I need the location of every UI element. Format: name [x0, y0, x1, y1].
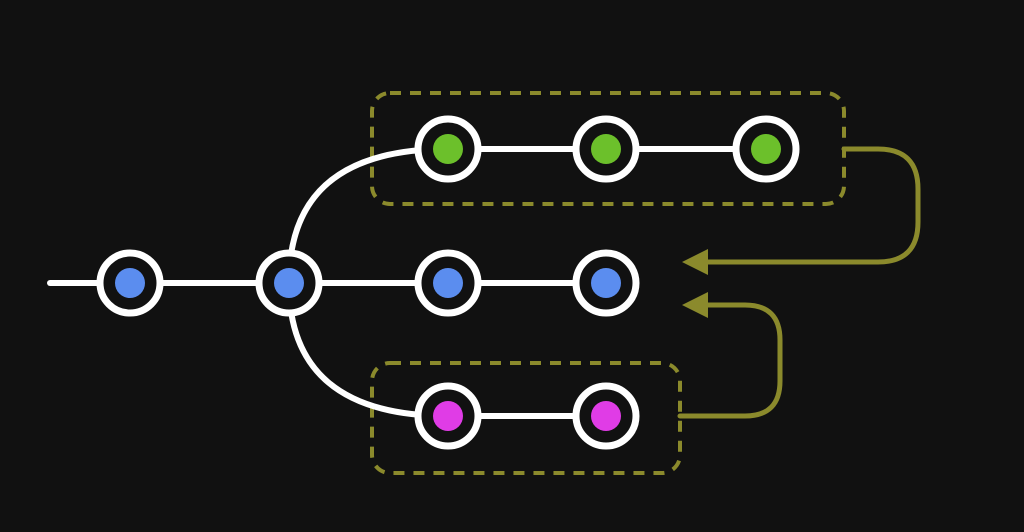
main-commit-2[interactable] — [255, 249, 323, 317]
feature-a-commit-1[interactable] — [414, 115, 482, 183]
main-commit-3[interactable] — [414, 249, 482, 317]
feature-a-merge-arrow — [691, 146, 921, 265]
main-commit-4[interactable] — [572, 249, 640, 317]
feature-b-merge-arrow — [677, 302, 783, 419]
feature-a-commit-3[interactable] — [732, 115, 800, 183]
feature-a-merge-arrowhead — [682, 249, 708, 275]
feature-a-commit-2[interactable] — [572, 115, 640, 183]
main-commit-1[interactable] — [96, 249, 164, 317]
feature-b-commit-1[interactable] — [414, 382, 482, 450]
feature-b-merge-arrowhead — [682, 292, 708, 318]
feature-b-commit-2[interactable] — [572, 382, 640, 450]
